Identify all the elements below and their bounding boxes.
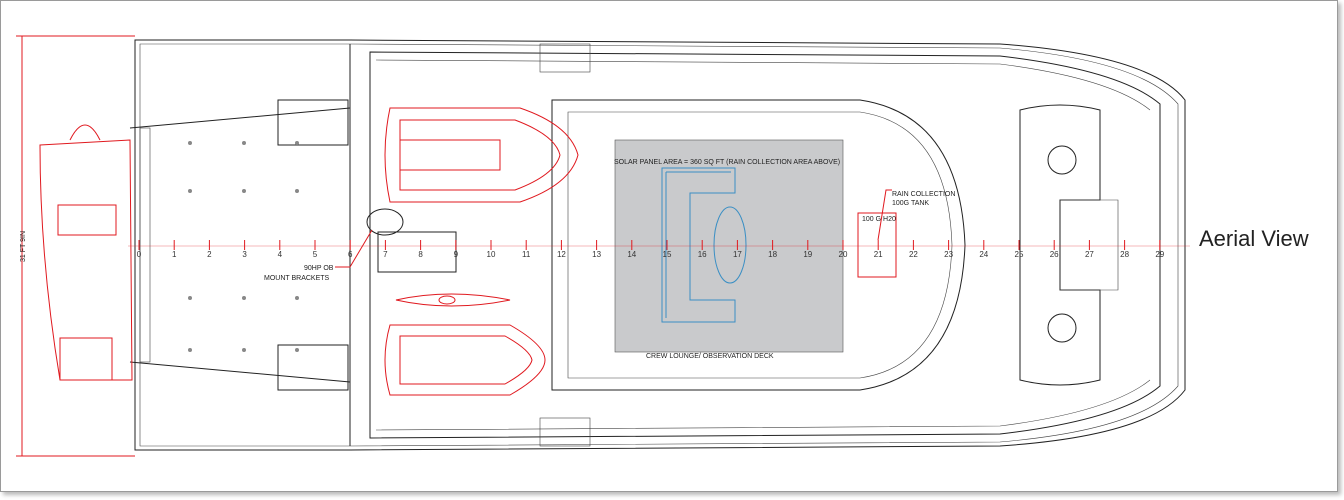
station-label: 19 <box>803 250 812 259</box>
mount-brackets-label: MOUNT BRACKETS <box>264 275 330 282</box>
station-label: 5 <box>313 250 318 259</box>
tank-capacity-label: 100G TANK <box>892 200 929 207</box>
station-label: 28 <box>1120 250 1129 259</box>
station-label: 9 <box>454 250 459 259</box>
outboard-bracket <box>366 208 404 236</box>
station-label: 22 <box>909 250 918 259</box>
station-label: 17 <box>733 250 742 259</box>
station-label: 25 <box>1015 250 1024 259</box>
station-label: 27 <box>1085 250 1094 259</box>
towed-boat <box>39 124 133 381</box>
solar-panel-label: SOLAR PANEL AREA = 360 SQ FT (RAIN COLLE… <box>614 159 840 166</box>
hull-outline <box>129 39 1186 451</box>
station-label: 0 <box>137 250 142 259</box>
overall-dimension: 31 FT 9IN <box>16 35 135 457</box>
dinghy-bottom <box>384 324 546 396</box>
station-label: 23 <box>944 250 953 259</box>
dinghy-top <box>384 107 579 203</box>
station-label: 12 <box>557 250 566 259</box>
station-label: 18 <box>768 250 777 259</box>
station-label: 7 <box>383 250 388 259</box>
outboard-label: 90HP OB <box>304 265 334 272</box>
station-label: 15 <box>663 250 672 259</box>
station-label: 26 <box>1050 250 1059 259</box>
crew-lounge-label: CREW LOUNGE/ OBSERVATION DECK <box>646 353 774 360</box>
station-label: 1 <box>172 250 177 259</box>
station-label: 6 <box>348 250 353 259</box>
deck-house: 100 G H20 SOLAR PANEL AREA = 360 SQ FT (… <box>551 99 966 391</box>
view-title: Aerial View <box>1199 226 1309 251</box>
station-label: 2 <box>207 250 212 259</box>
dimension-label: 31 FT 9IN <box>20 231 27 262</box>
station-label: 11 <box>522 250 531 259</box>
station-label: 4 <box>278 250 283 259</box>
rain-collection-label: RAIN COLLECTION <box>892 191 955 198</box>
station-label: 16 <box>698 250 707 259</box>
station-label: 13 <box>592 250 601 259</box>
station-label: 24 <box>979 250 988 259</box>
kayak <box>395 293 511 307</box>
station-label: 20 <box>839 250 848 259</box>
deck-fittings <box>188 141 299 352</box>
station-label: 10 <box>487 250 496 259</box>
station-label: 14 <box>627 250 636 259</box>
station-label: 3 <box>242 250 247 259</box>
station-label: 29 <box>1155 250 1164 259</box>
station-label: 21 <box>874 250 883 259</box>
station-label: 8 <box>418 250 423 259</box>
tank-label: 100 G H20 <box>862 216 896 223</box>
rain-tank <box>857 212 897 278</box>
